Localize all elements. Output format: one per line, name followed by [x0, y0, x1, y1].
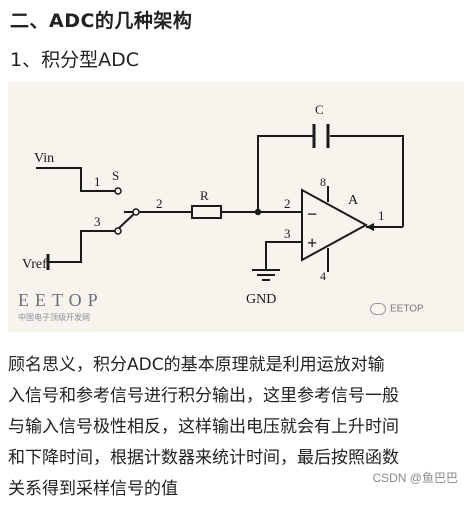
label-minus: −	[307, 204, 317, 224]
label-pin2: 2	[156, 196, 163, 211]
label-plus: +	[307, 233, 317, 253]
label-s: S	[112, 168, 119, 183]
switch-contact-2	[132, 208, 140, 216]
switch-contact-1	[114, 187, 122, 195]
label-pin3: 3	[94, 214, 101, 229]
label-pin1: 1	[94, 174, 101, 189]
eetop-logo-caption: 中国电子顶级开发网	[18, 313, 90, 322]
csdn-watermark: CSDN @鱼巴巴	[372, 471, 458, 485]
wechat-icon	[370, 303, 386, 315]
eetop-watermark: EETOP	[370, 303, 424, 315]
output-arrow	[366, 223, 374, 231]
label-gnd: GND	[246, 292, 276, 307]
paragraph-line: 入信号和参考信号进行积分输出，这里参考信号一般	[8, 386, 399, 406]
paragraph-line: 与输入信号极性相反，这样输出电压就会有上升时间	[8, 417, 399, 437]
circuit-diagram: Vin Vref 1 S 3 2 R C 2 3 A 1 8 4 − + GND	[22, 102, 404, 307]
section-heading: 二、ADC的几种架构	[10, 10, 193, 32]
feedback-left-wire	[257, 135, 313, 212]
label-opamp-in3: 3	[284, 226, 291, 241]
paragraph-line: 顾名思义，积分ADC的基本原理就是利用运放对输	[8, 355, 385, 375]
eetop-logo: EETOP	[18, 290, 104, 310]
label-c: C	[315, 102, 324, 117]
op-amp-triangle	[301, 188, 369, 262]
label-opamp-pin8: 8	[320, 175, 326, 189]
label-opamp-out1: 1	[378, 208, 385, 223]
label-opamp-pin4: 4	[320, 269, 326, 283]
resistor-body	[191, 205, 222, 219]
label-r: R	[200, 188, 209, 203]
label-vin: Vin	[34, 151, 54, 166]
eetop-watermark-text: EETOP	[390, 303, 424, 315]
switch-arm	[117, 211, 137, 230]
body-paragraph: 顾名思义，积分ADC的基本原理就是利用运放对输 入信号和参考信号进行积分输出，这…	[8, 350, 466, 505]
label-opamp-in2: 2	[284, 196, 291, 211]
paragraph-line: 和下降时间，根据计数器来统计时间，最后按照函数	[8, 448, 399, 468]
label-vref: Vref	[22, 257, 47, 272]
vref-wire	[48, 230, 116, 263]
vin-wire	[36, 167, 116, 192]
junction-dot	[254, 208, 262, 216]
subsection-heading: 1、积分型ADC	[10, 49, 139, 71]
label-a: A	[348, 193, 359, 208]
feedback-right-wire	[330, 135, 404, 227]
integrating-adc-circuit-figure: Vin Vref 1 S 3 2 R C 2 3 A 1 8 4 − + GND	[8, 82, 464, 332]
switch-contact-3	[114, 227, 122, 235]
noninverting-input-wire	[265, 241, 302, 270]
